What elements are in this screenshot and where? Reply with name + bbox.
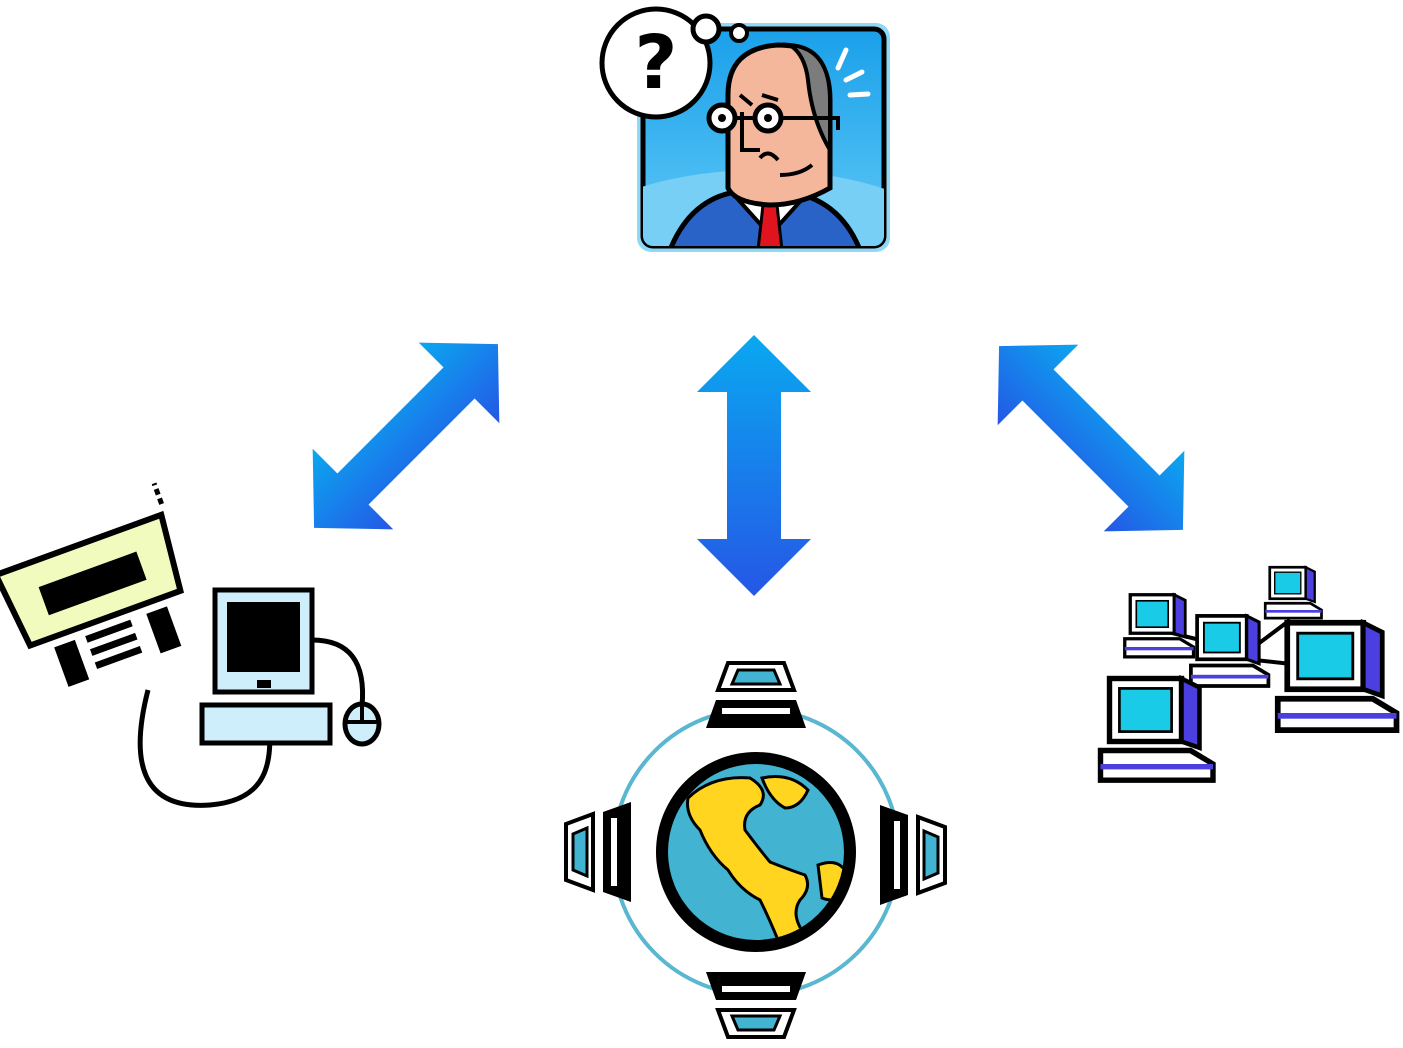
question-mark-label: ? bbox=[635, 20, 678, 106]
bidirectional-arrow-right bbox=[997, 344, 1185, 532]
confused-user-icon: ? bbox=[599, 6, 890, 252]
bidirectional-arrow-left bbox=[312, 342, 500, 530]
internet-globe-network-icon bbox=[564, 661, 947, 1039]
bidirectional-arrow-center bbox=[697, 335, 811, 596]
local-network-computers-icon bbox=[1097, 565, 1400, 783]
serial-printer-computer-icon bbox=[0, 482, 382, 808]
